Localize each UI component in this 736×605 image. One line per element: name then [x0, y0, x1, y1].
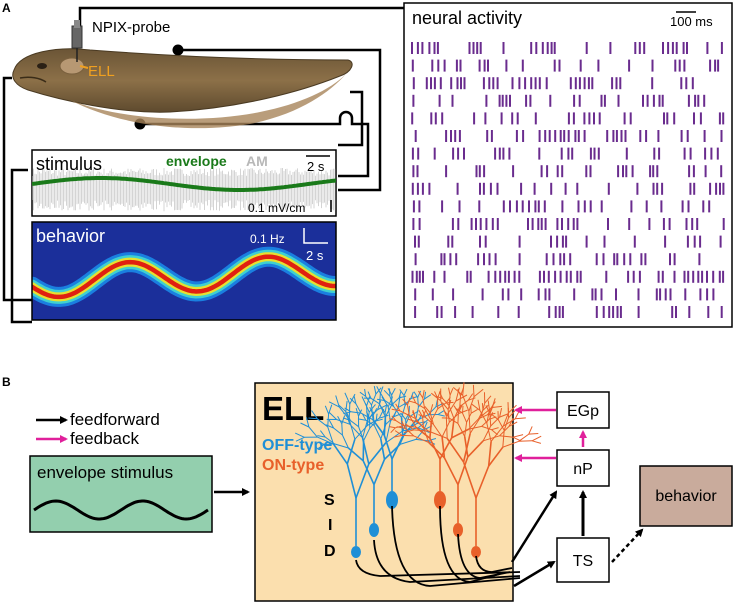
wires [2, 6, 404, 324]
panel-a-label: A [2, 1, 11, 15]
raster-time-scale: 100 ms [670, 14, 713, 29]
np-box [556, 449, 610, 487]
off-type-label: OFF-type [262, 437, 332, 454]
raster-title: neural activity [412, 8, 522, 28]
layer-s-label: S [324, 492, 335, 509]
behavior-heatmap [32, 222, 336, 320]
ell-axons [355, 505, 521, 587]
fish-illustration [12, 48, 353, 129]
raster-box [403, 2, 733, 328]
behavior-scalebar [303, 228, 328, 244]
stim-amp-scale: 0.1 mV/cm [248, 201, 305, 215]
ell-to-ts-arrow [513, 560, 556, 588]
layer-d-label: D [324, 543, 336, 560]
stimulus-wave [33, 499, 209, 521]
behavior-box [31, 221, 337, 321]
ell-title: ELL [262, 390, 324, 427]
stim-time-scale: 2 s [307, 159, 325, 174]
behavior-freq-scale: 0.1 Hz [250, 232, 285, 246]
layer-i-label: I [328, 517, 332, 534]
behavior-title: behavior [36, 226, 105, 246]
envelope-curve [32, 176, 336, 192]
pyramidal-neuron [389, 387, 499, 509]
ell-box [254, 382, 514, 602]
np-label: nP [573, 461, 593, 478]
legend-feedforward-label: feedforward [70, 410, 160, 429]
ell-pyramidal-neurons [294, 382, 542, 558]
envelope-stimulus-label: envelope stimulus [37, 463, 173, 482]
ell-to-np-arrow [510, 490, 558, 563]
behavior-node-box [639, 465, 733, 527]
probe-label: NPIX-probe [92, 19, 170, 36]
behavior-time-scale: 2 s [306, 248, 324, 263]
legend-feedback-label: feedback [70, 429, 139, 448]
wire-junction [172, 44, 184, 56]
ts-label: TS [573, 553, 593, 570]
npix-probe [71, 20, 83, 62]
egp-label: EGp [567, 403, 599, 420]
am-label: AM [246, 153, 268, 169]
ts-to-behavior-arrow [611, 528, 644, 563]
pyramidal-neuron [393, 399, 524, 537]
ell-pointer [79, 65, 89, 69]
stimulus-title: stimulus [36, 154, 102, 174]
envelope-label: envelope [166, 153, 227, 169]
ell-fish-label: ELL [88, 63, 115, 80]
spike-raster [411, 42, 725, 318]
behavior-node-label: behavior [655, 488, 717, 505]
panel-b-label: B [2, 375, 11, 389]
ts-box [556, 537, 610, 583]
egp-box [556, 391, 610, 429]
on-type-label: ON-type [262, 457, 324, 474]
